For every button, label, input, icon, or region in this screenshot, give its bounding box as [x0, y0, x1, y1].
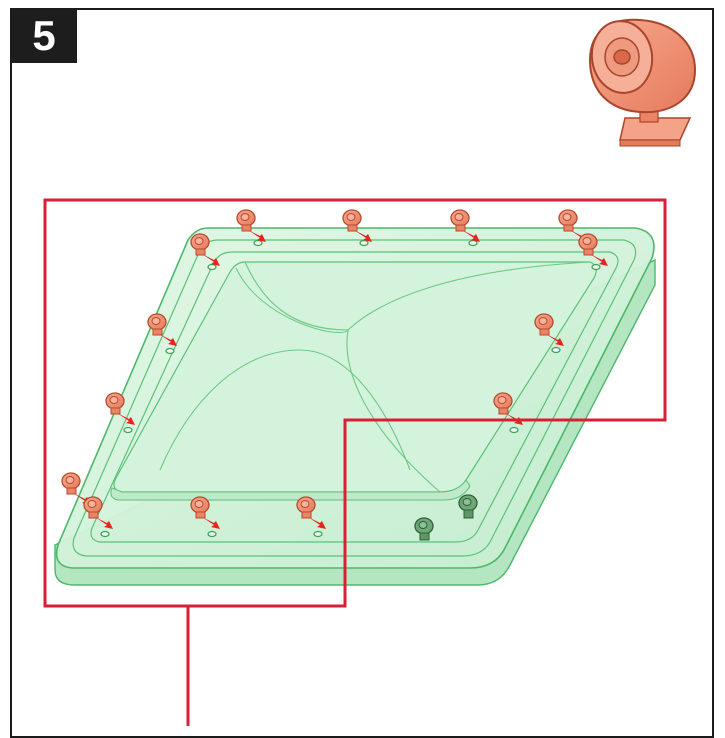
tray-panel [55, 228, 655, 585]
orange-screw-icon [587, 17, 695, 146]
